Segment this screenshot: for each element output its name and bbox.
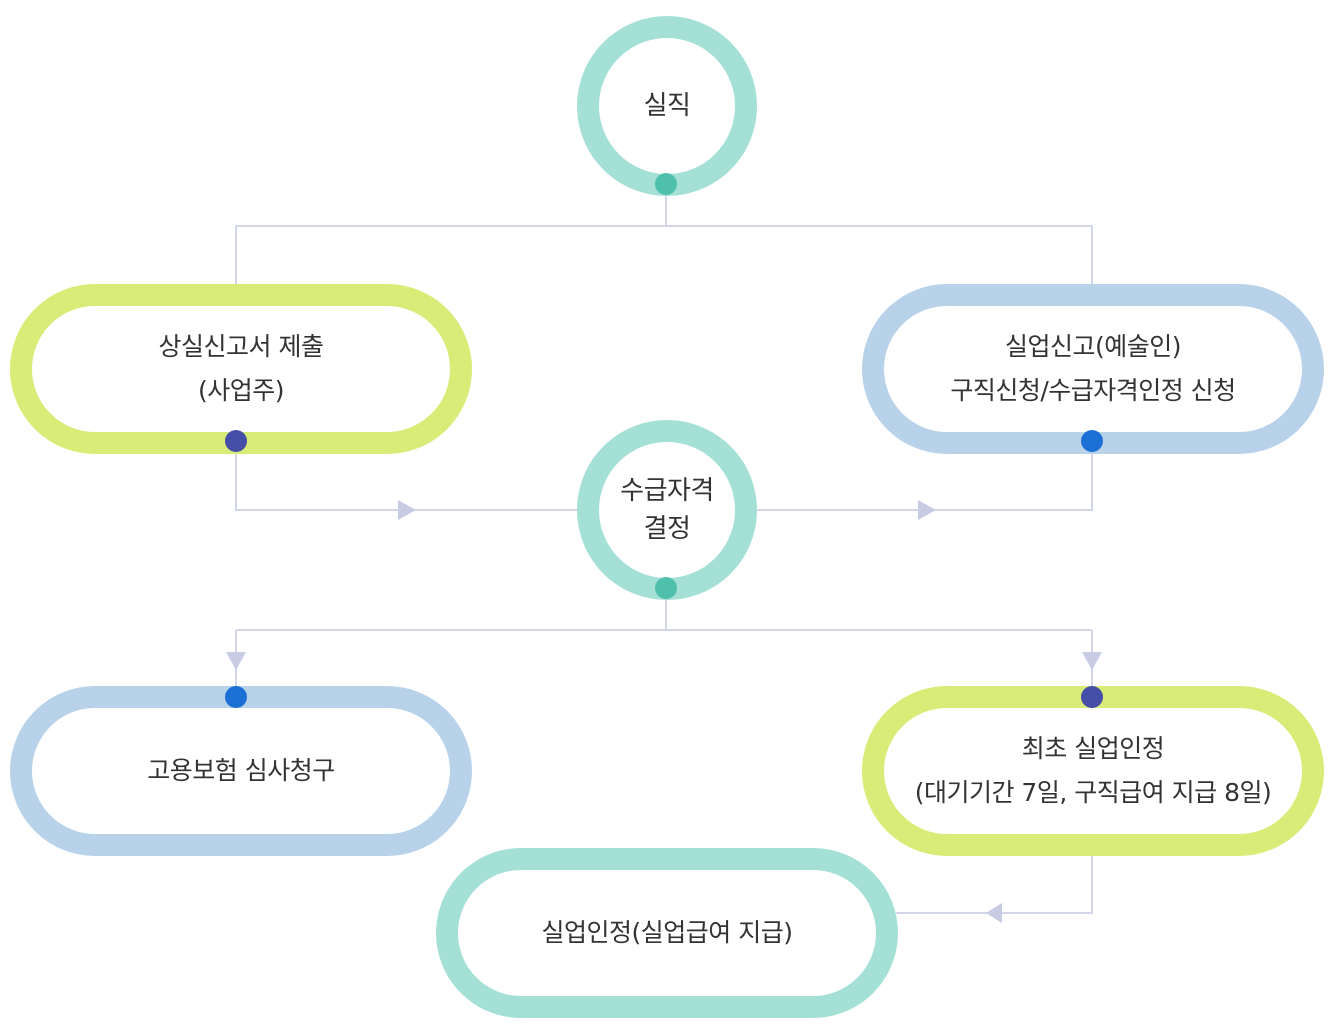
insurance-review-connector-dot (225, 686, 247, 708)
first-recognition-label-line2: (대기기간 7일, 구직급여 지급 8일) (914, 778, 1272, 807)
arrow-down-right-branch (1082, 652, 1102, 670)
unemployment-report-connector-dot (1081, 430, 1103, 452)
eligibility-decision-label-line2: 결정 (643, 514, 691, 544)
unemployment-report-label-line2: 구직신청/수급자격인정 신청 (950, 376, 1236, 405)
arrow-down-left-branch (226, 652, 246, 670)
connector-left-to-decision (235, 452, 578, 511)
unemployment-recognition-node: 실업인정(실업급여 지급) (436, 848, 898, 1018)
connector-top-split (235, 196, 1093, 285)
unemployment-recognition-label: 실업인정(실업급여 지급) (541, 918, 793, 947)
insurance-review-node: 고용보험 심사청구 (10, 686, 472, 856)
job-loss-connector-dot (655, 173, 677, 195)
connector-right-to-decision (756, 452, 1093, 511)
connector-decision-split (235, 600, 1093, 686)
job-loss-node: 실직 (577, 16, 757, 196)
arrow-right-left-branch (398, 500, 416, 520)
arrow-left-final (986, 903, 1002, 923)
loss-report-connector-dot (225, 430, 247, 452)
loss-report-label-line1: 상실신고서 제출 (158, 332, 324, 361)
first-recognition-node: 최초 실업인정 (대기기간 7일, 구직급여 지급 8일) (862, 686, 1324, 856)
insurance-review-label: 고용보험 심사청구 (147, 756, 335, 785)
first-recognition-connector-dot (1081, 686, 1103, 708)
first-recognition-label-line1: 최초 실업인정 (1021, 734, 1165, 763)
eligibility-decision-connector-dot (655, 577, 677, 599)
eligibility-decision-node: 수급자격 결정 (577, 420, 757, 600)
unemployment-report-node: 실업신고(예술인) 구직신청/수급자격인정 신청 (862, 284, 1324, 454)
connector-final (896, 855, 1093, 914)
eligibility-decision-label-line1: 수급자격 (620, 476, 714, 506)
arrow-right-right-branch (918, 500, 936, 520)
unemployment-report-label-line1: 실업신고(예술인) (1004, 332, 1182, 361)
job-loss-label: 실직 (643, 91, 691, 121)
loss-report-label-line2: (사업주) (197, 376, 285, 405)
loss-report-node: 상실신고서 제출 (사업주) (10, 284, 472, 454)
